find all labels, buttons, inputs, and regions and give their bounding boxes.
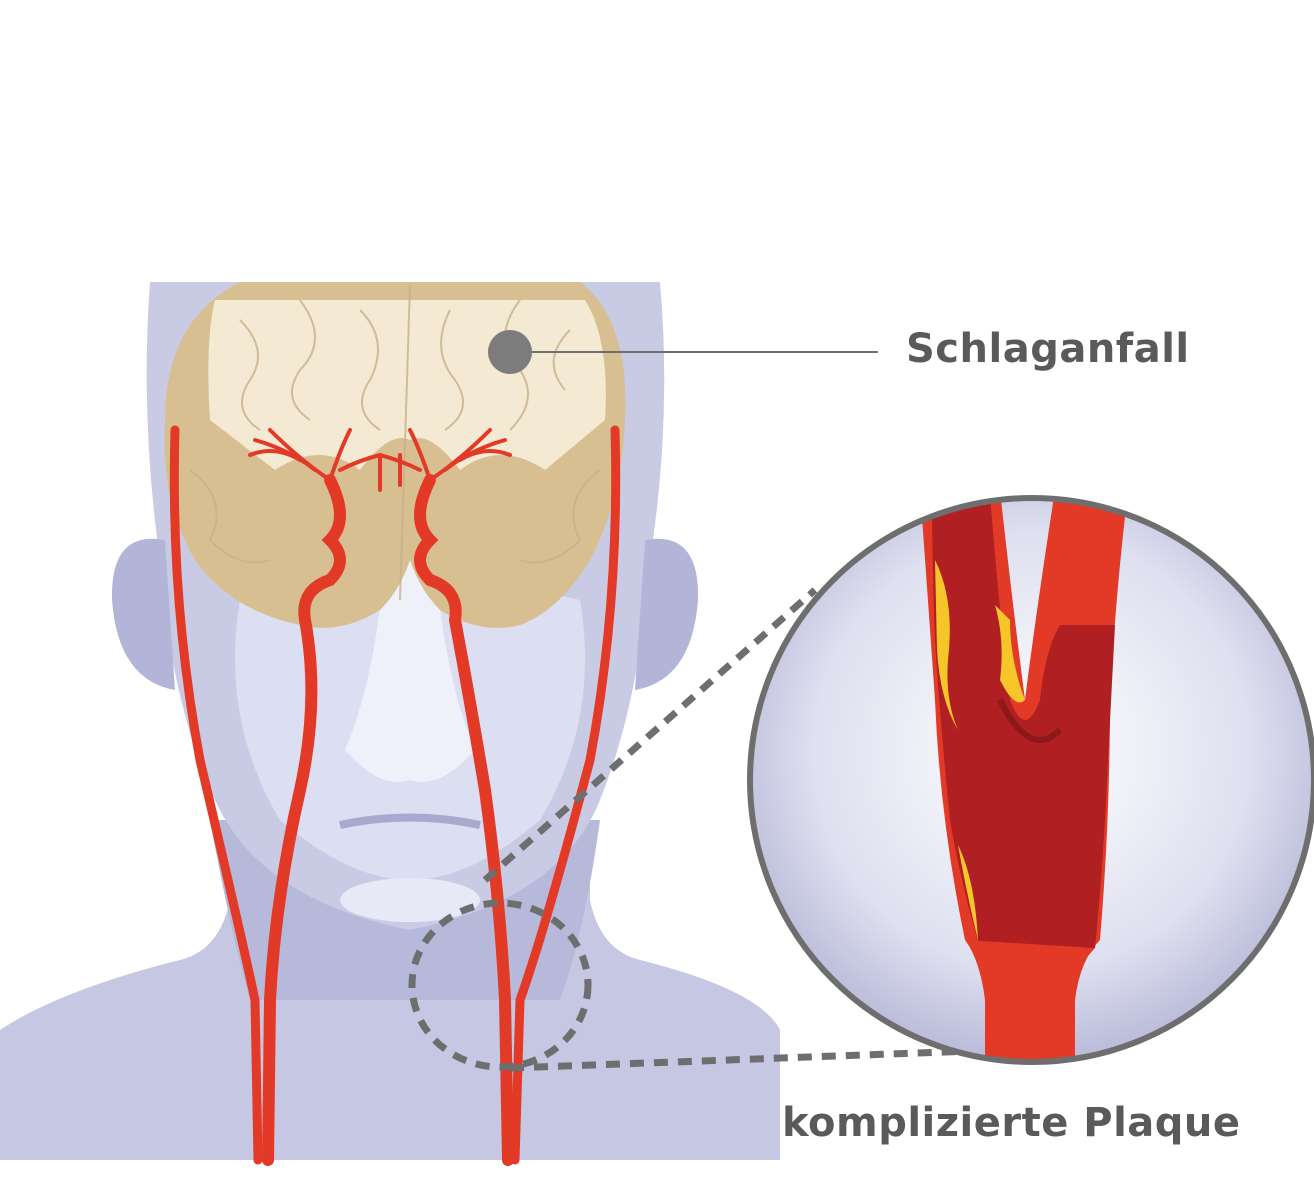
left-ear [112, 539, 175, 690]
zoom-circle [750, 490, 1314, 1080]
chin [340, 878, 480, 922]
stroke-marker-dot [488, 330, 532, 374]
stroke-label: Schlaganfall [906, 326, 1190, 372]
brain [164, 282, 625, 628]
plaque-label: komplizierte Plaque [782, 1100, 1241, 1146]
right-ear [635, 539, 698, 690]
